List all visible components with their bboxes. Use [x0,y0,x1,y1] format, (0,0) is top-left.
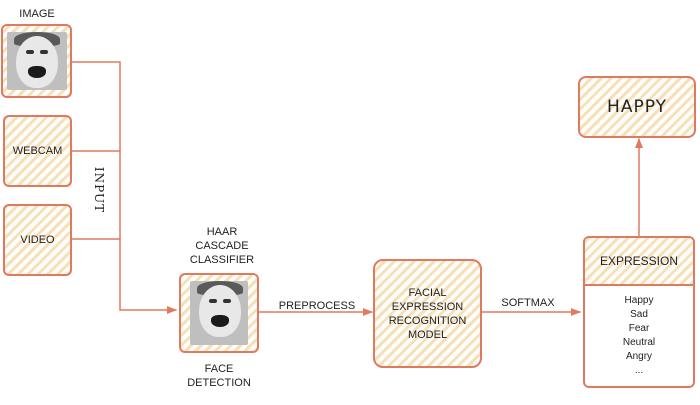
expression-item-neutral: Neutral [622,337,656,348]
haar-line-3: CLASSIFIER [189,254,255,266]
expression-item-happy: Happy [624,295,654,306]
haar-line-1: HAAR [206,226,238,238]
model-line-2: EXPRESSION [391,300,464,313]
expression-item-angry: Angry [625,351,653,362]
expression-box: EXPRESSION Happy Sad Fear Neutral Angry … [583,236,695,388]
expression-item-fear: Fear [628,323,650,334]
model-line-1: FACIAL [408,286,447,299]
model-label: FACIAL EXPRESSION RECOGNITION MODEL [389,286,467,342]
detected-face-image [190,281,248,345]
input-face-image [6,32,67,90]
input-label: INPUT [92,166,106,214]
preprocess-label: PREPROCESS [278,300,356,312]
output-happy-box: HAPPY [578,76,696,138]
image-label: IMAGE [19,8,55,20]
softmax-label: SOFTMAX [501,297,555,309]
face-detection-box [179,273,259,353]
model-line-4: MODEL [407,328,448,341]
model-line-3: RECOGNITION [388,314,467,327]
expression-list: Happy Sad Fear Neutral Angry ... [585,294,693,378]
video-label: VIDEO [20,234,55,246]
expression-header: EXPRESSION [585,238,693,286]
expression-item-sad: Sad [630,309,648,320]
haar-cascade-label: HAAR CASCADE CLASSIFIER [172,225,272,267]
output-label: HAPPY [607,97,667,117]
face-detection-label: FACE DETECTION [169,362,269,390]
face-detection-line-1: FACE [204,363,234,375]
haar-line-2: CASCADE [195,240,249,252]
webcam-input-box: WEBCAM [3,115,72,187]
recognition-model-box: FACIAL EXPRESSION RECOGNITION MODEL [373,259,482,368]
webcam-label: WEBCAM [12,145,63,157]
image-input-box [1,24,72,98]
expression-item-ellipsis: ... [634,365,644,376]
video-input-box: VIDEO [3,204,72,276]
face-detection-line-2: DETECTION [187,377,251,389]
